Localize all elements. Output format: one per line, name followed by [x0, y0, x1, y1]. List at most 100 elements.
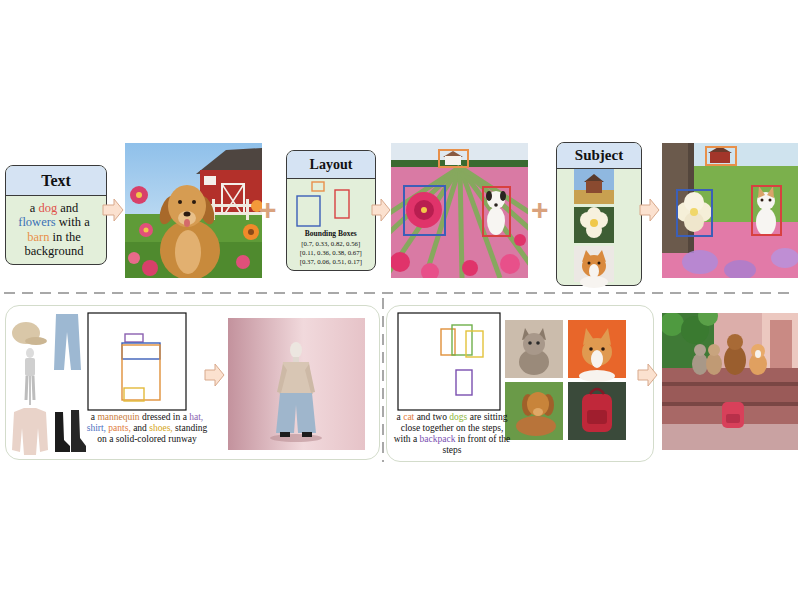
bbox-caption: Bounding Boxes — [305, 230, 357, 238]
subject-photo — [588, 262, 591, 265]
colored-word: two — [433, 412, 447, 422]
result-photo — [751, 344, 765, 358]
layout-canvas — [441, 325, 483, 395]
flower-field-photo — [460, 167, 462, 278]
dog-barn-photo — [168, 185, 206, 227]
dog-barn-photo — [184, 219, 190, 227]
flower-field-photo — [404, 186, 445, 235]
flow-arrow — [103, 199, 123, 221]
dog-barn-photo — [236, 255, 250, 269]
dog-barn-photo — [204, 176, 216, 185]
result-photo — [755, 350, 761, 358]
colored-word: a — [413, 434, 417, 444]
colored-word: with — [394, 434, 411, 444]
colored-word: in — [458, 434, 465, 444]
colored-word: of — [488, 434, 496, 444]
layout-canvas — [441, 329, 455, 355]
subject-photo — [505, 320, 563, 378]
colored-word: on — [456, 423, 466, 433]
subject-photo — [587, 410, 607, 424]
panel-heading: Text — [6, 166, 106, 196]
result-photo — [662, 313, 798, 450]
layout-canvas — [88, 313, 186, 410]
layout-canvas — [124, 388, 144, 401]
subject-photo — [516, 416, 556, 436]
flow-arrow — [638, 364, 657, 386]
subject-photo — [574, 207, 614, 243]
result-photo — [724, 260, 756, 278]
subject-photo — [536, 341, 540, 345]
panel-heading: Layout — [287, 151, 375, 179]
result-photo — [722, 402, 744, 428]
result-photo — [677, 190, 712, 236]
colored-word: close — [401, 423, 421, 433]
colored-word: front — [468, 434, 486, 444]
bbox-coordinates: [0.7, 0.33, 0.82, 0.56] — [301, 240, 360, 247]
plus-sign: + — [531, 195, 549, 225]
flower-field-photo — [406, 192, 442, 228]
colored-word: dressed — [142, 412, 171, 422]
subject-photo — [533, 408, 543, 416]
subject-photo — [523, 333, 545, 355]
flower-field-photo — [391, 167, 528, 278]
result-photo — [708, 344, 720, 356]
colored-word: on — [97, 434, 107, 444]
mannequin-photo — [277, 364, 287, 393]
colored-word: sitting — [484, 412, 508, 422]
colored-word: runway — [168, 434, 197, 444]
flower-field-photo — [460, 167, 528, 278]
result-photo — [682, 250, 718, 274]
prompt-text: a dog and flowers with a barn in the bac… — [10, 201, 98, 259]
layout-boxes — [297, 196, 320, 226]
colored-word: a — [183, 412, 187, 422]
colored-word: flowers — [18, 215, 56, 229]
clothing-item — [30, 376, 31, 405]
mannequin-photo — [270, 434, 322, 442]
result-photo — [770, 320, 792, 368]
flower-field-photo — [514, 234, 526, 246]
prompt-text: a mannequin dressed in a hat, shirt, pan… — [86, 412, 208, 445]
layout-boxes — [297, 182, 349, 226]
clothing-item — [25, 358, 35, 376]
dog-barn-photo — [178, 200, 182, 204]
colored-word: steps, — [482, 423, 503, 433]
layout-canvas — [122, 334, 160, 401]
flower-field-photo — [414, 200, 434, 220]
colored-word: solid-colored — [116, 434, 166, 444]
layout-boxes — [312, 182, 324, 191]
subject-photo — [584, 174, 604, 182]
flower-field-photo — [462, 260, 478, 276]
layout-canvas — [122, 345, 160, 400]
result-photo — [762, 313, 798, 371]
result-photo — [662, 143, 798, 278]
colored-word: shoes, — [149, 423, 173, 433]
subject-photo — [598, 262, 601, 265]
flower-field-photo — [500, 191, 506, 201]
clothing-item — [12, 408, 48, 455]
flower-field-photo — [494, 203, 498, 207]
dog-barn-photo — [184, 212, 191, 217]
mannequin-photo — [302, 432, 312, 437]
result-photo — [769, 199, 772, 202]
flower-field-photo — [486, 191, 492, 201]
subject-photo — [574, 167, 614, 204]
result-photo — [727, 334, 743, 350]
dog-barn-photo — [243, 224, 259, 240]
dog-barn-photo — [125, 143, 262, 278]
colored-word: the — [468, 423, 480, 433]
result-photo — [771, 248, 798, 268]
colored-word: a — [84, 215, 90, 229]
colored-word: hat, — [189, 412, 203, 422]
subject-photo — [590, 389, 604, 394]
dog-barn-photo — [144, 228, 149, 233]
colored-word: backpack — [420, 434, 456, 444]
mannequin-photo — [276, 393, 316, 433]
result-photo — [767, 186, 774, 198]
flower-field-photo — [483, 187, 510, 236]
flower-field-photo — [460, 167, 528, 278]
subject-photo — [590, 219, 598, 227]
flow-arrow — [205, 364, 224, 386]
dog-barn-photo — [136, 192, 142, 198]
subject-photo — [589, 347, 593, 351]
